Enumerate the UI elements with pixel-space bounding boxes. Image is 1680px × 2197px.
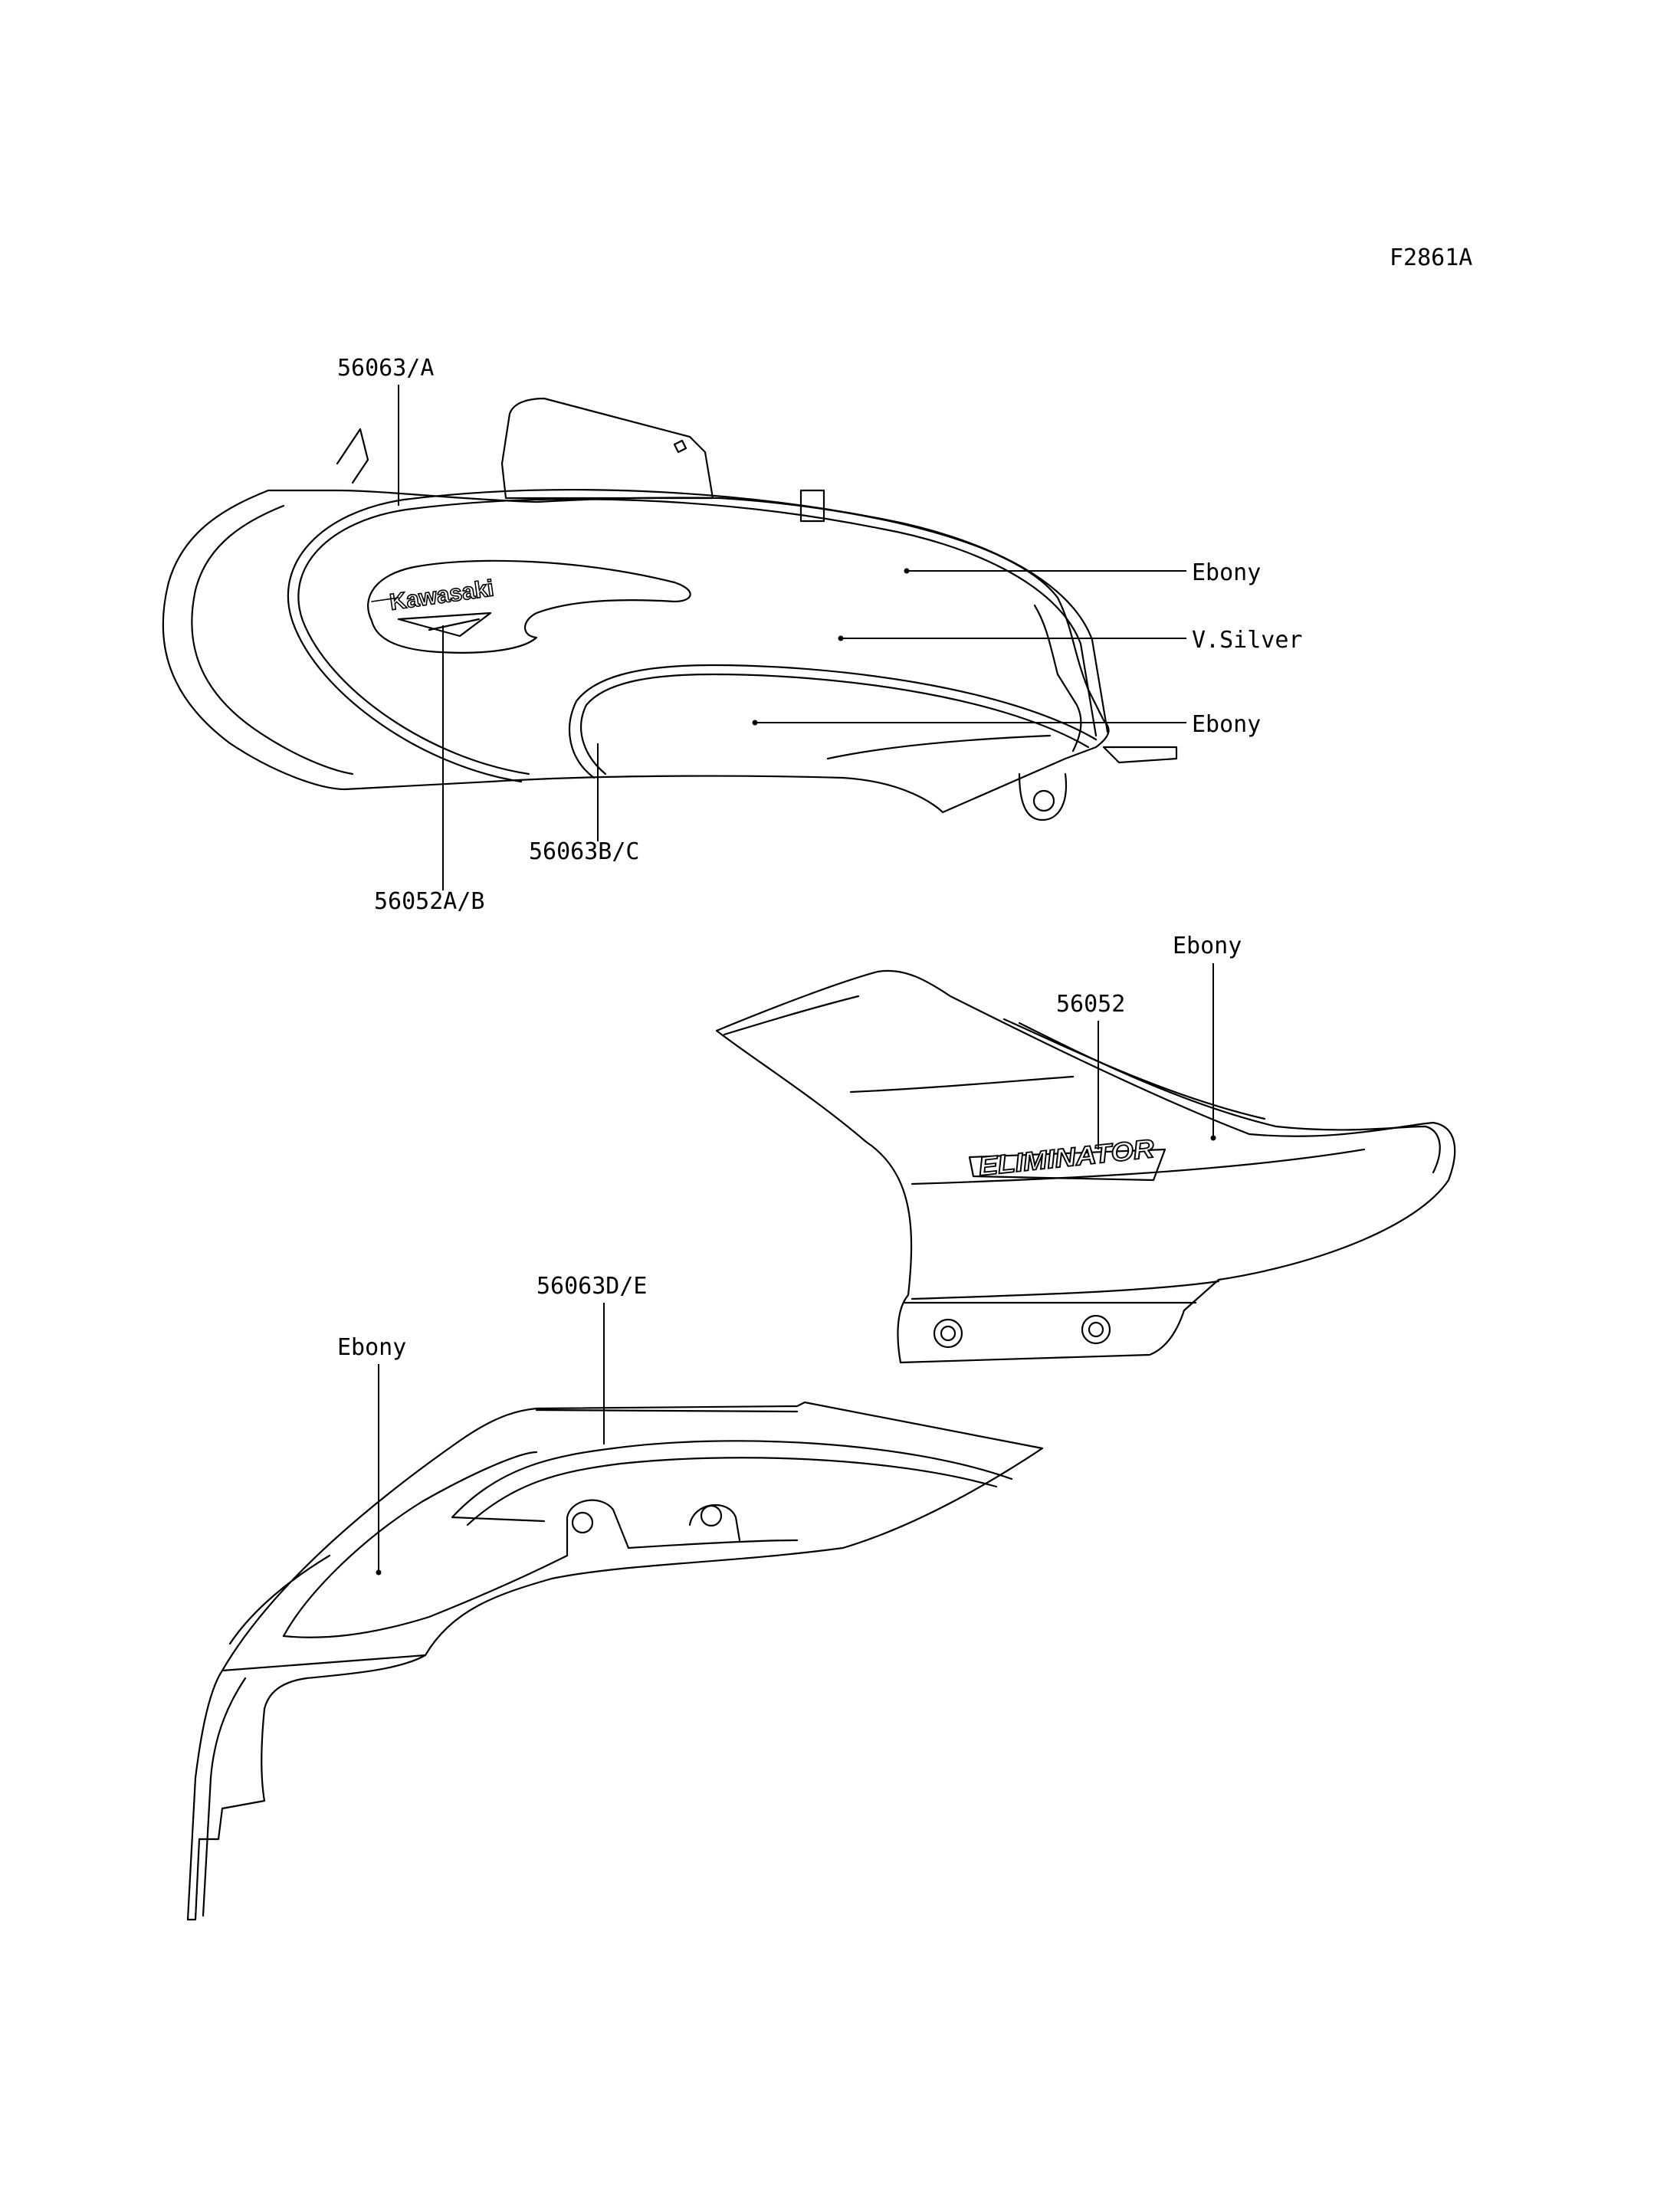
tank-logo-text: Kawasaki (388, 575, 495, 615)
fuel-tank: Kawasaki (162, 397, 1178, 821)
callout-tank-ebony-lower: Ebony (1192, 711, 1261, 738)
callout-tank-ebony-upper: Ebony (1192, 559, 1261, 586)
figure-code: F2861A (1390, 244, 1472, 271)
callout-fender-ebony: Ebony (337, 1334, 406, 1361)
callout-tank-v-silver: V.Silver (1192, 627, 1303, 654)
rear-fender (186, 1401, 1044, 1921)
leader-dot (1210, 1135, 1216, 1141)
callout-56052a-b: 56052A/B (374, 888, 485, 915)
side-cover: ELIMINATOR (715, 969, 1456, 1364)
callout-cover-ebony: Ebony (1173, 933, 1242, 959)
callout-56063b-c: 56063B/C (529, 838, 640, 865)
leader-dot (376, 1569, 382, 1576)
callout-56063d-e: 56063D/E (536, 1273, 648, 1300)
callout-56063-a: 56063/A (337, 355, 434, 382)
callout-56052: 56052 (1056, 991, 1125, 1018)
